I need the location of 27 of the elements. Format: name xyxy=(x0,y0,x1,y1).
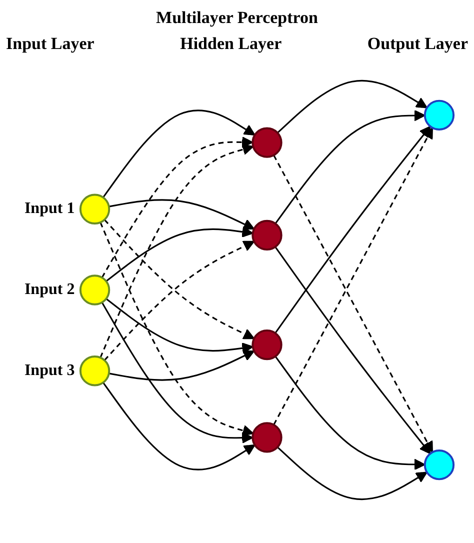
layer-heading: Input Layer xyxy=(6,34,94,54)
arrow xyxy=(100,144,254,358)
arrow xyxy=(273,154,433,453)
arrow xyxy=(102,382,256,470)
input-label: Input 3 xyxy=(24,362,75,380)
arrow xyxy=(104,240,255,361)
input-label: Input 1 xyxy=(24,200,75,218)
input-label: Input 2 xyxy=(24,281,75,299)
layer-heading: Hidden Layer xyxy=(180,34,282,54)
arrow xyxy=(274,126,431,334)
arrow xyxy=(274,356,426,470)
arrow xyxy=(108,350,255,381)
arrow xyxy=(273,127,433,426)
arrow xyxy=(106,298,254,354)
arrow xyxy=(274,110,426,224)
arrow xyxy=(277,446,428,500)
diagram-title: Multilayer Perceptron xyxy=(155,8,319,28)
arrow xyxy=(108,199,255,230)
arrow xyxy=(100,222,254,436)
arrow xyxy=(274,246,431,454)
arrow xyxy=(104,219,255,340)
arrow xyxy=(277,80,428,134)
arrow xyxy=(102,110,256,198)
layer-heading: Output Layer xyxy=(367,34,468,54)
arrow xyxy=(101,302,254,444)
arrow xyxy=(101,136,254,278)
arrow xyxy=(106,226,254,282)
